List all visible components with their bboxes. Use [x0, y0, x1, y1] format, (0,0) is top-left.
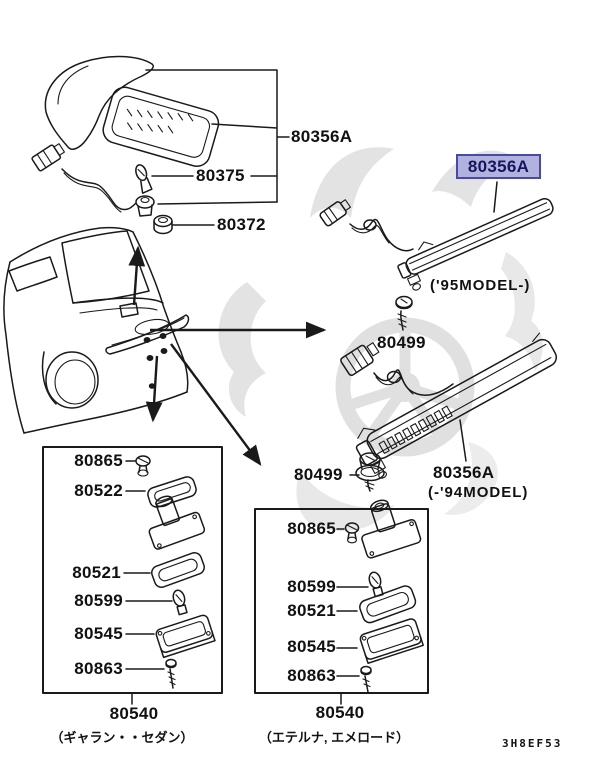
part-label-80599-left[interactable]: 80599	[74, 591, 123, 610]
model-note-95: ('95MODEL-)	[430, 277, 531, 294]
caption-galant-sedan: （ギャラン・・セダン）	[50, 730, 194, 745]
lamp-unit-icon	[361, 499, 422, 559]
part-label-80865-right[interactable]: 80865	[287, 519, 336, 538]
part-label-80375[interactable]: 80375	[196, 166, 245, 185]
gasket-icon	[359, 585, 417, 624]
callout-lines-right-box	[336, 528, 369, 705]
part-label-80865-left[interactable]: 80865	[74, 451, 123, 470]
callout-lines-top	[145, 69, 290, 226]
location-arrows	[128, 245, 327, 466]
clip-icon	[344, 522, 360, 544]
part-label-80521-left[interactable]: 80521	[72, 563, 121, 582]
housing-icon	[155, 614, 216, 659]
highlighted-part-label[interactable]: 80356A	[456, 154, 541, 179]
gasket-icon	[151, 551, 205, 589]
part-label-80863-left[interactable]: 80863	[74, 659, 123, 678]
clip-icon	[135, 455, 151, 477]
screw-icon	[360, 665, 372, 693]
part-label-80499-lower[interactable]: 80499	[294, 465, 343, 484]
part-label-80522[interactable]: 80522	[74, 481, 123, 500]
part-label-80540-right[interactable]: 80540	[315, 703, 365, 722]
part-label-80545-left[interactable]: 80545	[74, 624, 123, 643]
screw-80499-upper-icon	[395, 295, 413, 331]
nut-80372-icon	[153, 214, 173, 235]
bulb-icon	[368, 571, 384, 598]
screw-icon	[165, 658, 177, 689]
housing-icon	[359, 618, 424, 664]
part-label-80540-left[interactable]: 80540	[109, 704, 159, 723]
right-parts-box-icons	[344, 499, 424, 693]
model-note-94: (-'94MODEL)	[428, 484, 529, 501]
caption-eterna-emeraude: （エテルナ, エメロード）	[258, 730, 410, 745]
gasket-icon	[147, 476, 197, 508]
part-label-80863-right[interactable]: 80863	[287, 666, 336, 685]
part-label-80499-upper[interactable]: 80499	[377, 333, 426, 352]
part-label-80356a-94[interactable]: 80356A	[433, 463, 495, 482]
part-label-80521-right[interactable]: 80521	[287, 601, 336, 620]
lamp-95-illustration	[319, 181, 554, 291]
screw-80499-lower-icon	[355, 452, 385, 492]
part-label-80372[interactable]: 80372	[217, 215, 266, 234]
part-label-80599-right[interactable]: 80599	[287, 577, 336, 596]
part-label-80356a-top[interactable]: 80356A	[291, 127, 353, 146]
part-label-80545-right[interactable]: 80545	[287, 637, 336, 656]
diagram-code: 3H8EF53	[502, 737, 563, 750]
bulb-icon	[172, 589, 188, 616]
chmsl-assembly-illustration	[31, 55, 220, 235]
left-parts-box-icons	[135, 455, 216, 689]
lamp-unit-icon	[148, 495, 206, 550]
watermark	[218, 147, 543, 532]
lamp-94-illustration	[340, 332, 558, 479]
callout-lines-left-box	[123, 460, 173, 705]
